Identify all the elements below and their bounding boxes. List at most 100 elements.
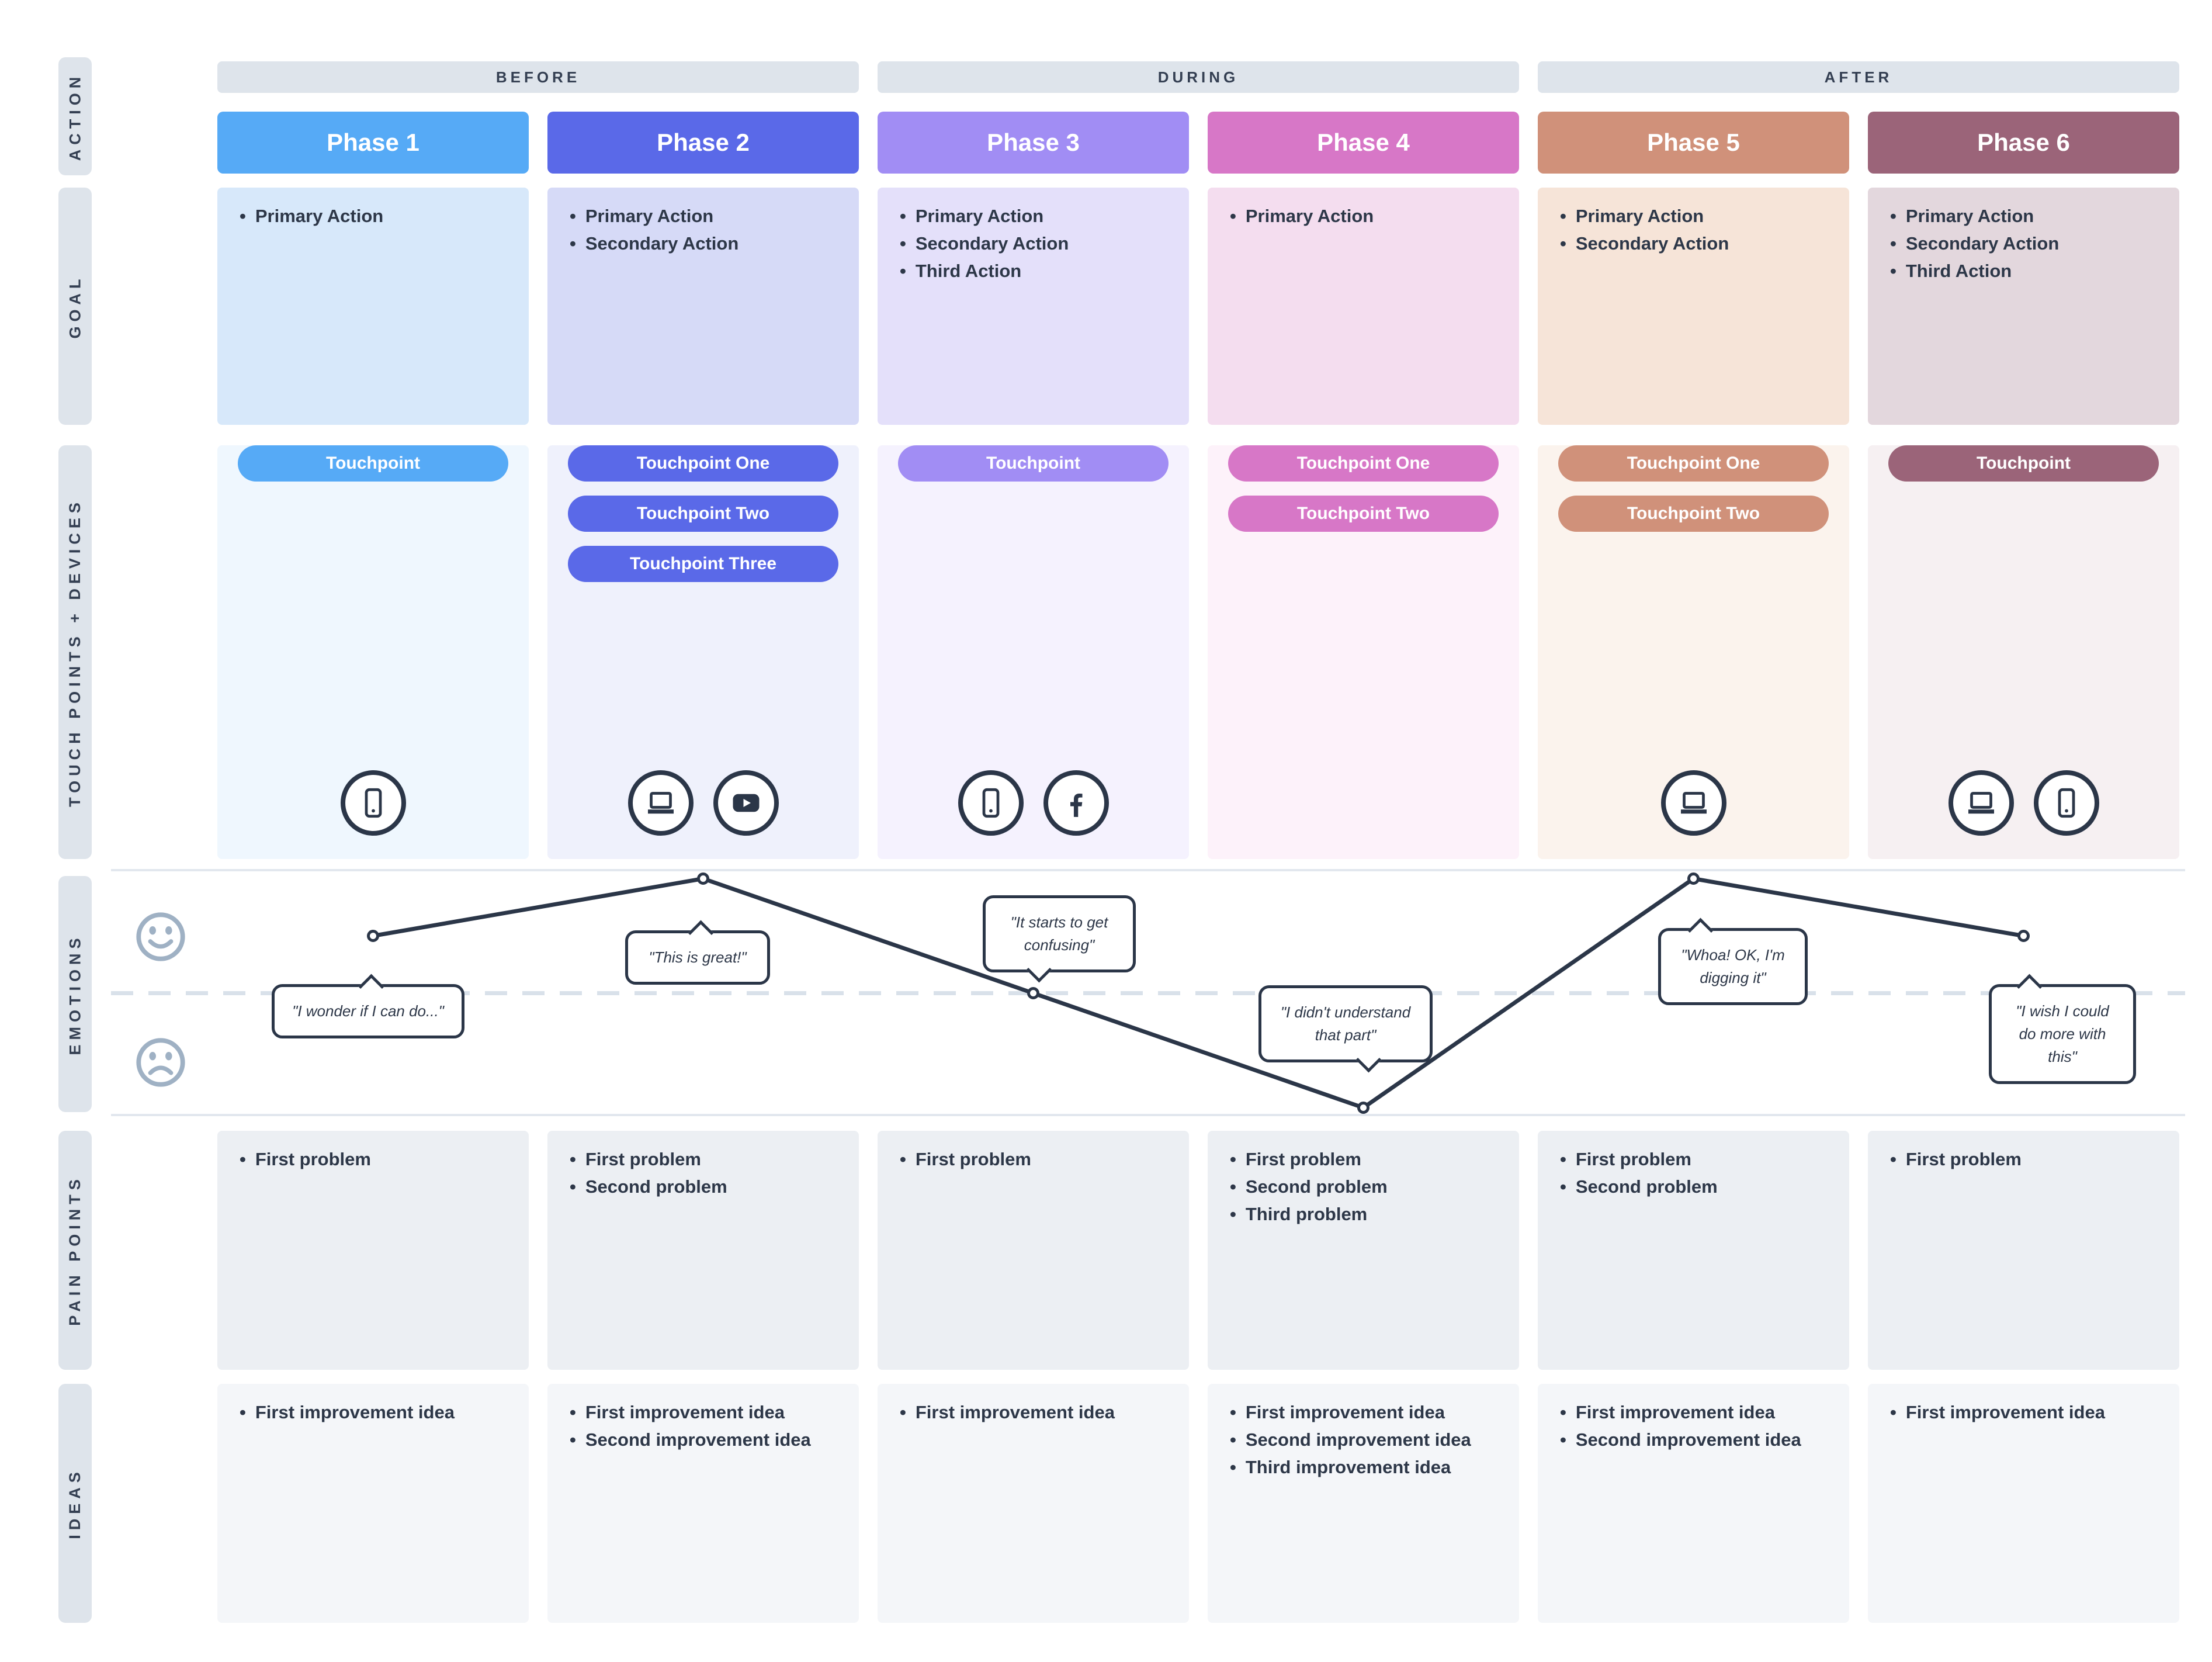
device-smartphone[interactable]: [2033, 770, 2099, 836]
pain-points-box[interactable]: First problemSecond problem: [1538, 1131, 1849, 1370]
touchpoint-pill[interactable]: Touchpoint: [1888, 445, 2159, 482]
pain-item: First problem: [1560, 1148, 1827, 1171]
ideas-box[interactable]: First improvement ideaSecond improvement…: [1208, 1384, 1519, 1623]
idea-item: First improvement idea: [240, 1401, 507, 1424]
emotion-quote-bubble[interactable]: "Whoa! OK, I'm digging it": [1658, 917, 1808, 1005]
goal-item: Third Action: [900, 260, 1167, 283]
device-icons-row: [217, 770, 529, 836]
laptop-icon: [643, 785, 678, 820]
device-laptop[interactable]: [1660, 770, 1726, 836]
stage-header-during: DURING: [878, 61, 1519, 93]
device-icons-row: [1538, 770, 1849, 836]
pain-list: First problem: [900, 1148, 1167, 1171]
phase-header[interactable]: Phase 5: [1538, 112, 1849, 174]
ideas-box[interactable]: First improvement ideaSecond improvement…: [1538, 1384, 1849, 1623]
goal-item: Secondary Action: [900, 233, 1167, 255]
device-icons-row: [547, 770, 859, 836]
pain-points-box[interactable]: First problem: [878, 1131, 1189, 1370]
device-laptop[interactable]: [1948, 770, 2014, 836]
touchpoint-pill[interactable]: Touchpoint Three: [568, 546, 838, 582]
smartphone-icon: [356, 785, 391, 820]
phase-header[interactable]: Phase 3: [878, 112, 1189, 174]
rail-label-ideas: IDEAS: [58, 1384, 92, 1623]
ideas-box[interactable]: First improvement idea: [878, 1384, 1189, 1623]
emotion-point[interactable]: [1687, 872, 1700, 885]
emotion-quote-bubble[interactable]: "I wonder if I can do...": [272, 974, 464, 1038]
ideas-list: First improvement ideaSecond improvement…: [570, 1401, 837, 1452]
goal-box[interactable]: Primary ActionSecondary ActionThird Acti…: [1868, 188, 2179, 425]
emotion-quote-bubble[interactable]: "It starts to get confusing": [983, 895, 1136, 983]
touchpoint-pill[interactable]: Touchpoint One: [1228, 445, 1499, 482]
stage-header-before: BEFORE: [217, 61, 859, 93]
phase-header[interactable]: Phase 4: [1208, 112, 1519, 174]
goal-box[interactable]: Primary ActionSecondary Action: [547, 188, 859, 425]
pain-item: Third problem: [1230, 1203, 1497, 1226]
facebook-icon: [1059, 785, 1094, 820]
idea-item: First improvement idea: [1890, 1401, 2157, 1424]
emotion-quote-text: "It starts to get confusing": [1010, 913, 1108, 954]
ideas-box[interactable]: First improvement idea: [1868, 1384, 2179, 1623]
sad-face-icon: [134, 1036, 188, 1089]
emotion-quote-bubble[interactable]: "I wish I could do more with this": [1989, 974, 2136, 1084]
touchpoint-pill[interactable]: Touchpoint: [238, 445, 508, 482]
emotion-point[interactable]: [697, 872, 709, 885]
goal-list: Primary ActionSecondary Action: [1560, 205, 1827, 255]
touchpoints-box[interactable]: Touchpoint: [878, 445, 1189, 859]
rail-label-touchpoints-text: TOUCH POINTS + DEVICES: [66, 497, 84, 807]
ideas-box[interactable]: First improvement ideaSecond improvement…: [547, 1384, 859, 1623]
ideas-box[interactable]: First improvement idea: [217, 1384, 529, 1623]
touchpoint-pill[interactable]: Touchpoint One: [568, 445, 838, 482]
device-laptop[interactable]: [627, 770, 694, 836]
touchpoint-pill[interactable]: Touchpoint One: [1558, 445, 1829, 482]
phase-header[interactable]: Phase 2: [547, 112, 859, 174]
emotion-point[interactable]: [1027, 987, 1039, 999]
pain-item: First problem: [1890, 1148, 2157, 1171]
goal-box[interactable]: Primary Action: [217, 188, 529, 425]
pain-item: First problem: [240, 1148, 507, 1171]
rail-label-touchpoints: TOUCH POINTS + DEVICES: [58, 445, 92, 859]
emotion-quote-bubble[interactable]: "This is great!": [625, 920, 770, 985]
device-smartphone[interactable]: [958, 770, 1024, 836]
pain-item: Second problem: [570, 1176, 837, 1199]
goal-box[interactable]: Primary ActionSecondary ActionThird Acti…: [878, 188, 1189, 425]
emotion-point[interactable]: [367, 930, 379, 942]
emotion-quote-text: "I wish I could do more with this": [2016, 1002, 2109, 1065]
goal-item: Primary Action: [900, 205, 1167, 228]
touchpoints-box[interactable]: Touchpoint: [217, 445, 529, 859]
goal-item: Third Action: [1890, 260, 2157, 283]
touchpoint-pill[interactable]: Touchpoint Two: [1558, 496, 1829, 532]
pain-list: First problem: [240, 1148, 507, 1171]
pain-item: First problem: [570, 1148, 837, 1171]
phase-header[interactable]: Phase 6: [1868, 112, 2179, 174]
device-smartphone[interactable]: [340, 770, 406, 836]
pain-points-box[interactable]: First problemSecond problemThird problem: [1208, 1131, 1519, 1370]
touchpoint-pill[interactable]: Touchpoint Two: [1228, 496, 1499, 532]
youtube-icon: [729, 785, 764, 820]
emotion-point[interactable]: [2017, 930, 2030, 942]
touchpoint-pill[interactable]: Touchpoint Two: [568, 496, 838, 532]
goal-box[interactable]: Primary Action: [1208, 188, 1519, 425]
goal-list: Primary Action: [1230, 205, 1497, 228]
touchpoint-pill[interactable]: Touchpoint: [898, 445, 1169, 482]
idea-item: Second improvement idea: [1560, 1429, 1827, 1452]
idea-item: First improvement idea: [570, 1401, 837, 1424]
rail-label-pain-points-text: PAIN POINTS: [66, 1175, 84, 1326]
device-facebook[interactable]: [1043, 770, 1109, 836]
touchpoints-box[interactable]: Touchpoint: [1868, 445, 2179, 859]
goal-list: Primary ActionSecondary ActionThird Acti…: [900, 205, 1167, 282]
pain-list: First problemSecond problem: [1560, 1148, 1827, 1199]
emotion-line-chart: [367, 872, 2030, 1114]
goal-item: Primary Action: [1230, 205, 1497, 228]
pain-points-box[interactable]: First problem: [1868, 1131, 2179, 1370]
phase-header[interactable]: Phase 1: [217, 112, 529, 174]
pain-points-box[interactable]: First problemSecond problem: [547, 1131, 859, 1370]
emotion-quote-bubble[interactable]: "I didn't understand that part": [1258, 985, 1433, 1073]
device-youtube[interactable]: [713, 770, 779, 836]
device-icons-row: [878, 770, 1189, 836]
goal-box[interactable]: Primary ActionSecondary Action: [1538, 188, 1849, 425]
pain-points-box[interactable]: First problem: [217, 1131, 529, 1370]
emotion-point[interactable]: [1357, 1102, 1370, 1114]
